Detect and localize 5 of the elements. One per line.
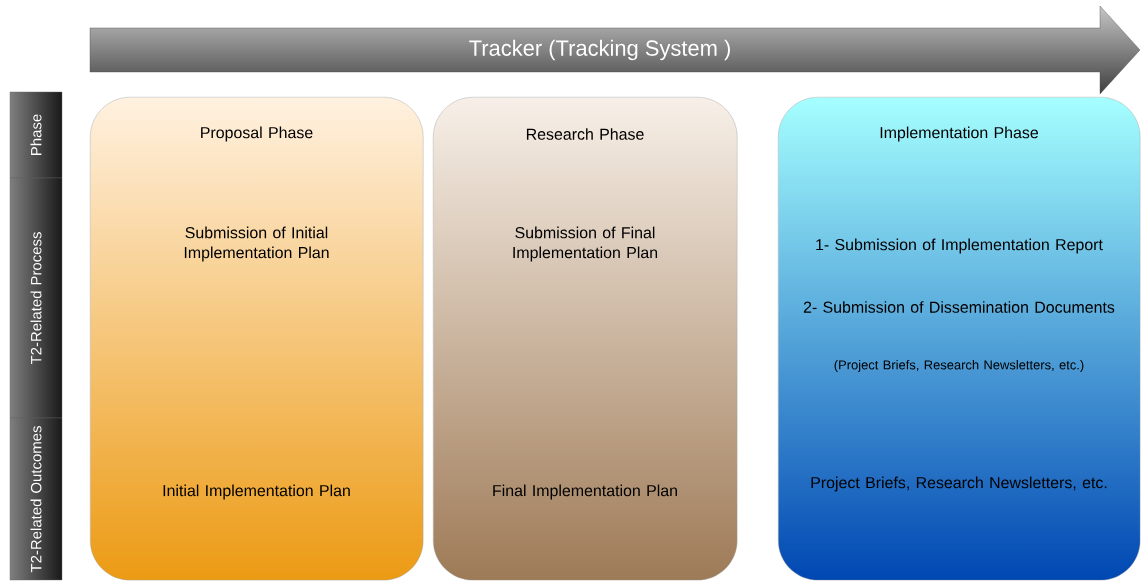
row-label-bar: T2-Related Outcomes (9, 417, 63, 581)
phase-box: Research Phase Submission of Final Implementation Plan Final Implementation Plan (433, 97, 738, 581)
phase-box: Implementation Phase 1- Submission of Implementation Report 2- Submission of Dissemination Documents (Project Briefs, Research Newsletters, etc.) Project Briefs, Research Newsletters, etc. (778, 97, 1141, 581)
phase-box: Proposal Phase Submission of Initial Implementation Plan Initial Implementation Plan (90, 97, 424, 581)
row-label-bar: Phase (9, 91, 63, 179)
